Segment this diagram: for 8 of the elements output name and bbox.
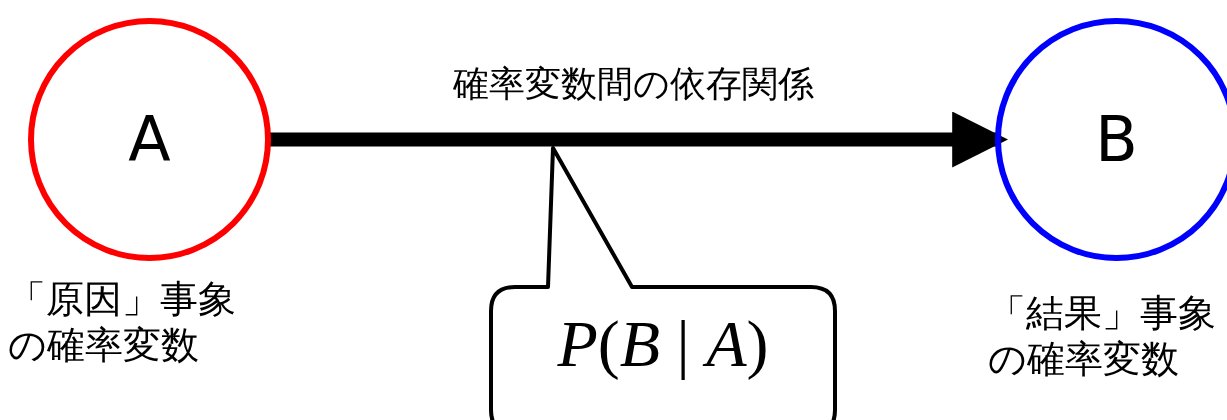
node-letter: B [1095,103,1138,176]
arrow [269,111,1009,168]
formula: P(B | A) [556,306,770,382]
node-letter: A [128,103,171,176]
node-label: 「原因」事象の確率変数 [8,276,237,368]
circle-node [995,18,1227,261]
node-label: 「結果」事象の確率変数 [988,290,1217,382]
circle-node [28,18,271,261]
